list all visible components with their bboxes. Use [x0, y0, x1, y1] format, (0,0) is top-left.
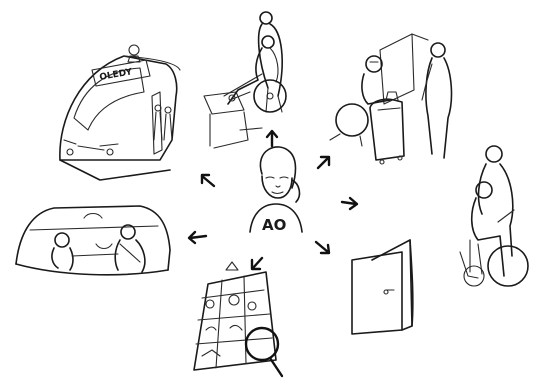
- arrow-right-icon: [342, 198, 357, 209]
- shirt-text: AO: [262, 216, 286, 234]
- arrow-up-left-icon: [202, 175, 214, 186]
- wheelchair-luggage-scene: [330, 34, 451, 164]
- arrows: [189, 131, 357, 269]
- arrow-down-left-icon: [252, 258, 262, 269]
- door-scene: [352, 240, 413, 334]
- car-scene: [16, 206, 170, 275]
- map-magnifier-scene: [194, 262, 282, 376]
- arrow-left-icon: [189, 232, 206, 243]
- wheelchair-pushed-scene: [460, 146, 528, 286]
- bus-destination-sign: OLEDY: [99, 67, 134, 83]
- wheelchair-ramp-scene: [204, 12, 286, 148]
- arrow-up-icon: [267, 131, 277, 146]
- center-person: AO: [250, 147, 302, 234]
- arrow-up-right-icon: [318, 157, 329, 168]
- bus-scene: OLEDY: [60, 45, 180, 180]
- arrow-down-right-icon: [316, 242, 329, 253]
